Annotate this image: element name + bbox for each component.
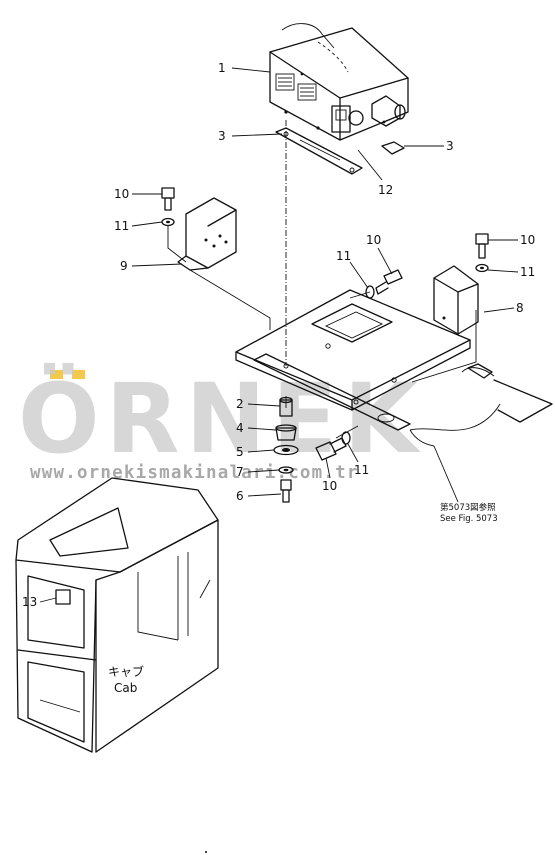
callout-11: 11: [336, 249, 351, 263]
cab-label-jp: キャブ: [108, 664, 144, 679]
bolt-lower: [315, 431, 351, 461]
bolt-left: [161, 187, 175, 227]
watermark-accent-mark: [50, 370, 63, 379]
callout-8: 8: [516, 301, 524, 315]
callout-2: 2: [236, 397, 244, 411]
watermark-accent-mark: [72, 370, 85, 379]
assembly-lines: [167, 120, 477, 447]
callout-5: 5: [236, 445, 244, 459]
mounting-plate: [235, 289, 553, 431]
bracket-left: [177, 197, 237, 271]
reference-jp: 第5073図参照: [440, 502, 496, 513]
callout-6: 6: [236, 489, 244, 503]
callout-12: 12: [378, 183, 393, 197]
watermark-url: www.ornekismakinalari.com.tr: [30, 463, 359, 483]
callout-10: 10: [366, 233, 381, 247]
callout-3: 3: [218, 129, 226, 143]
reference-en: See Fig. 5073: [440, 514, 498, 524]
callout-11: 11: [354, 463, 369, 477]
callout-9: 9: [120, 259, 128, 273]
watermark-brand: ÖRNEK: [18, 362, 424, 475]
cab-outline: キャブ Cab: [15, 477, 219, 753]
stray-dot: [205, 851, 207, 853]
mount-stack: [273, 396, 299, 503]
callout-11: 11: [114, 219, 129, 233]
callout-13: 13: [22, 595, 37, 609]
callout-numbers: 1 3 3 12 10 11 9 11 10 10 11 8 2 4 5 7 6…: [22, 61, 535, 609]
callout-10: 10: [114, 187, 129, 201]
controller-box: [269, 23, 409, 141]
callout-1: 1: [218, 61, 226, 75]
callout-10: 10: [322, 479, 337, 493]
callout-11: 11: [520, 265, 535, 279]
bolt-right: [475, 233, 489, 273]
callout-4: 4: [236, 421, 244, 435]
mounting-brackets: [275, 127, 405, 175]
watermark: ÖRNEK www.ornekismakinalari.com.tr: [18, 362, 424, 483]
leader-lines: [39, 67, 519, 603]
cover-box: [433, 265, 479, 335]
callout-3: 3: [446, 139, 454, 153]
callout-10: 10: [520, 233, 535, 247]
reference-note: 第5073図参照 See Fig. 5073: [433, 445, 498, 524]
cab-label-en: Cab: [114, 681, 137, 695]
callout-7: 7: [236, 465, 244, 479]
bolt-middle: [365, 269, 403, 299]
